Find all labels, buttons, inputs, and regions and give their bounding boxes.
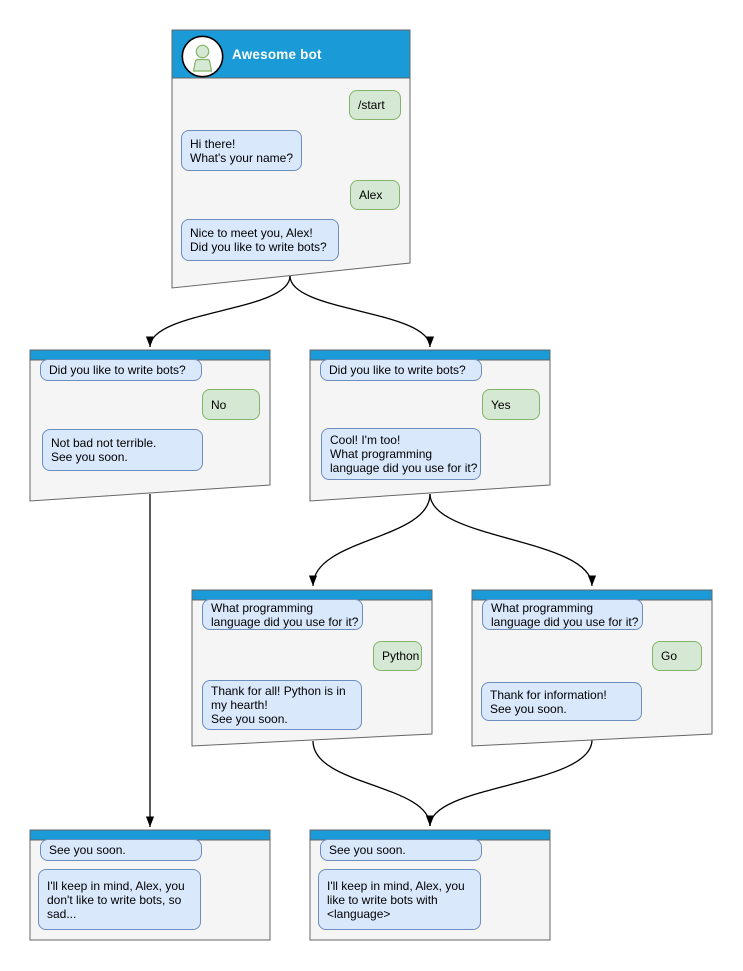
bot-message-bubble[interactable]: See you soon.: [40, 839, 202, 861]
connector-go-to-end[interactable]: [425, 739, 593, 827]
message-text: What programming language did you use fo…: [491, 600, 639, 629]
message-text: See you soon.: [329, 843, 406, 857]
chat-title: Awesome bot: [232, 47, 322, 62]
message-text: I'll keep in mind, Alex, you like to wri…: [327, 878, 465, 921]
bot-message-bubble[interactable]: What programming language did you use fo…: [202, 599, 363, 630]
message-text: Go: [661, 649, 678, 663]
message-text: Yes: [491, 397, 511, 412]
message-text: I'll keep in mind, Alex, you don't like …: [47, 878, 185, 921]
bot-message-bubble[interactable]: Thank for information! See you soon.: [481, 682, 642, 721]
bot-message-bubble[interactable]: Cool! I'm too! What programming language…: [321, 428, 481, 480]
message-text: Did you like to write bots?: [49, 363, 186, 377]
message-text: Cool! I'm too! What programming language…: [330, 433, 478, 475]
connector-start-to-no-branch[interactable]: [145, 275, 291, 348]
node-end-yes[interactable]: See you soon. I'll keep in mind, Alex, y…: [309, 829, 551, 941]
node-end-no[interactable]: See you soon. I'll keep in mind, Alex, y…: [29, 829, 271, 941]
bot-message-bubble[interactable]: What programming language did you use fo…: [482, 599, 643, 630]
bot-message-bubble[interactable]: Did you like to write bots?: [320, 359, 482, 381]
connector-python-to-end[interactable]: [312, 740, 435, 827]
message-text: Hi there! What's your name?: [190, 136, 294, 165]
bot-message-bubble[interactable]: Did you like to write bots?: [40, 359, 202, 381]
message-text: Nice to meet you, Alex! Did you like to …: [190, 226, 327, 254]
user-message-bubble[interactable]: Go: [652, 641, 702, 671]
node-branch-yes[interactable]: Did you like to write bots? Yes Cool! I'…: [309, 349, 551, 502]
message-text: Python: [382, 649, 420, 663]
bot-avatar-icon: [181, 35, 224, 78]
message-text: No: [211, 397, 227, 412]
message-text: What programming language did you use fo…: [211, 600, 359, 629]
bot-message-bubble[interactable]: Thank for all! Python is in my hearth! S…: [202, 680, 362, 730]
bot-message-bubble[interactable]: See you soon.: [320, 839, 482, 861]
bot-message-bubble[interactable]: I'll keep in mind, Alex, you like to wri…: [318, 869, 481, 930]
message-text: Thank for information! See you soon.: [490, 687, 607, 716]
connector-yes-to-go-branch[interactable]: [429, 493, 597, 587]
node-main-chat[interactable]: Awesome bot /start Hi there! What's your…: [171, 29, 411, 289]
user-message-bubble[interactable]: /start: [349, 90, 401, 120]
user-message-bubble[interactable]: No: [202, 389, 260, 420]
user-message-bubble[interactable]: Python: [373, 641, 422, 671]
message-text: Alex: [359, 188, 383, 202]
message-text: /start: [358, 98, 385, 112]
message-text: Thank for all! Python is in my hearth! S…: [211, 684, 346, 726]
bot-message-bubble[interactable]: Nice to meet you, Alex! Did you like to …: [181, 219, 339, 261]
message-text: Did you like to write bots?: [329, 363, 466, 377]
bot-message-bubble[interactable]: Not bad not terrible. See you soon.: [42, 429, 203, 471]
bot-message-bubble[interactable]: Hi there! What's your name?: [181, 130, 302, 171]
user-message-bubble[interactable]: Alex: [350, 180, 400, 210]
node-branch-go[interactable]: What programming language did you use fo…: [471, 589, 713, 747]
message-text: Not bad not terrible. See you soon.: [51, 436, 157, 464]
message-text: See you soon.: [49, 843, 126, 857]
connector-yes-to-python-branch[interactable]: [308, 493, 431, 587]
bot-message-bubble[interactable]: I'll keep in mind, Alex, you don't like …: [38, 869, 201, 930]
user-message-bubble[interactable]: Yes: [482, 389, 540, 420]
connector-start-to-yes-branch[interactable]: [289, 275, 435, 348]
node-branch-no[interactable]: Did you like to write bots? No Not bad n…: [29, 349, 271, 502]
node-branch-python[interactable]: What programming language did you use fo…: [191, 589, 433, 747]
